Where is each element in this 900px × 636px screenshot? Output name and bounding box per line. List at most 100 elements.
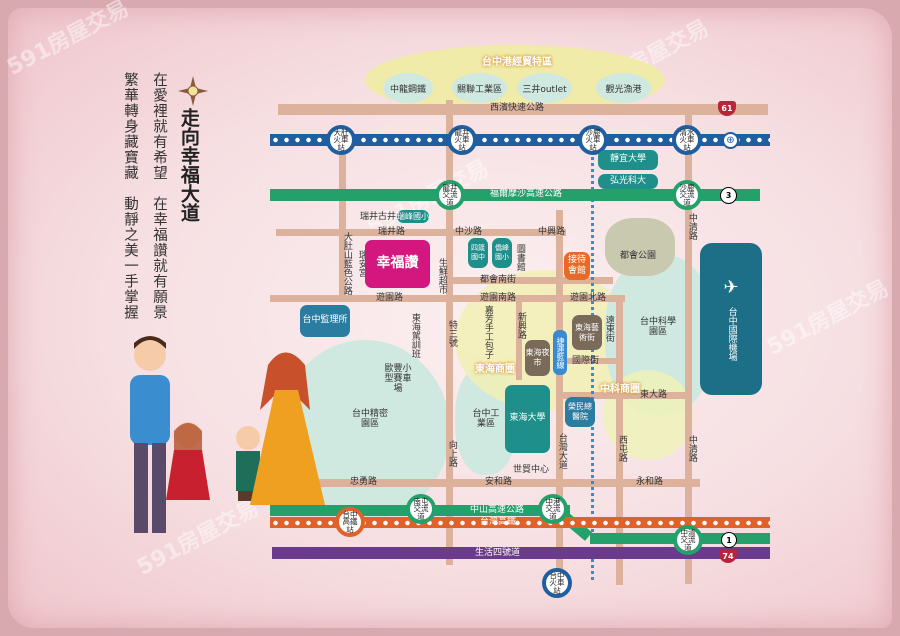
landmark-label: 台中科學園區 [640, 317, 677, 337]
road-label: 西屯路 [616, 435, 627, 462]
poi: 中龍鋼鐵 [383, 73, 433, 103]
taiwan-railway-icon: ⊕ [722, 132, 739, 149]
motor-vehicles-office: 台中監理所 [300, 305, 350, 337]
port-zone-title: 台中港經貿特區 [482, 57, 552, 68]
taichung-airport: ✈ 台中國際機場 [700, 243, 762, 395]
hsr-line [270, 517, 770, 528]
donghai-art-street: 東海藝術街 [572, 315, 602, 350]
route-3-badge: 3 [720, 187, 737, 204]
landmark-label: 台中精密園區 [352, 409, 389, 429]
road-youyuan [270, 295, 625, 302]
interchange-longjing[interactable]: 龍井交流道 [435, 180, 465, 210]
route-1-badge: 1 [721, 532, 737, 548]
road-zhongqing [685, 104, 692, 584]
poi: 關聯工業區 [452, 73, 507, 103]
road-label: 新興路 [515, 312, 526, 339]
page-title: 走向幸福大道 [177, 108, 200, 222]
family-illustration [110, 335, 325, 540]
mrt-blue-line-label: 捷運藍線 [553, 330, 567, 375]
road-xitun [616, 300, 623, 585]
donghai-night-market: 東海夜市 [525, 340, 550, 376]
interchange-nantun[interactable]: 南屯交流道 [406, 494, 436, 524]
road-label: 中清路 [686, 213, 697, 240]
road-xinxing [516, 300, 522, 380]
route-74-badge: 74 [719, 549, 737, 563]
road-label: 福爾摩沙高速公路 [490, 189, 563, 199]
landmark-label: 瑞井古井 [360, 212, 397, 222]
landmark-label: 世貿中心 [513, 465, 550, 475]
interchange-shalu[interactable]: 沙鹿交流道 [672, 180, 702, 210]
slogan-line: 繁華轉身藏寶藏 動靜之美一手掌握 [121, 72, 138, 320]
road-te3-xiangshang [446, 100, 453, 565]
road-dongda [560, 392, 690, 399]
road-label: 中清路 [686, 435, 697, 462]
road-label: 遊園北路 [570, 293, 607, 303]
zone-label: 中科商圈 [600, 384, 640, 395]
airplane-icon: ✈ [723, 276, 739, 298]
life-4-road [272, 547, 770, 559]
formosa-freeway [270, 189, 760, 201]
road-label: 大肚山藍色公路 [341, 232, 352, 295]
road-label: 西濱快速公路 [490, 103, 545, 113]
road-dadushan [339, 140, 346, 300]
road-label: 中興路 [538, 227, 566, 237]
road-taiwan-blvd [556, 210, 563, 570]
station-dadu[interactable]: 大肚火車站 [326, 125, 356, 155]
road-anhe [270, 479, 700, 487]
hungkuang-university: 弘光科大 [598, 174, 658, 189]
poi: 三井outlet [517, 73, 572, 103]
providence-university: 靜宜大學 [598, 150, 658, 170]
interchange-zhongqing[interactable]: 中清交流道 [673, 525, 703, 555]
road-label: 永和路 [636, 477, 664, 487]
landmark-label: 生鮮超市 [436, 258, 447, 294]
station-qingshui[interactable]: 清水火車站 [672, 125, 702, 155]
project-xingfuzan[interactable]: 幸福讚 [365, 240, 430, 288]
landmark-label: 瑞安宮 [356, 250, 367, 277]
station-hsr[interactable]: 台中高鐵站 [335, 507, 365, 537]
school-sizi: 四箴國中 [468, 238, 488, 268]
landmark-label: 歐豐小型賽車場 [384, 364, 412, 394]
road-label: 台灣大道 [556, 433, 567, 469]
landmark-label: 都會公園 [620, 251, 657, 261]
reception-center: 接待會館 [564, 252, 590, 280]
road-label: 東大路 [640, 390, 668, 400]
landmark-label: 台中工業區 [472, 409, 500, 429]
station-shalu[interactable]: 沙鹿火車站 [578, 125, 608, 155]
road-label: 中山高速公路 [470, 505, 525, 515]
interchange-zhonggang[interactable]: 中港交流道 [538, 494, 568, 524]
station-taichung[interactable]: 台中火車站 [542, 568, 572, 598]
route-61-badge: 61 [718, 101, 736, 116]
school-ruifeng: 瑞峰國小 [397, 210, 429, 223]
road-label: 特三號 [446, 320, 457, 347]
veterans-hospital: 榮民總醫院 [565, 397, 595, 427]
station-longjing[interactable]: 龍井火車站 [447, 125, 477, 155]
road-label: 都會南街 [480, 275, 517, 285]
road-label: 台灣高鐵 [480, 517, 517, 527]
road-label: 中沙路 [455, 227, 483, 237]
school-xiangfeng: 僑峰國小 [492, 238, 512, 268]
road-label: 生活四號道 [475, 548, 521, 558]
rail-line [270, 134, 770, 146]
landmark-label: 嘉芳手工包子 [482, 305, 493, 359]
road-label: 安和路 [485, 477, 513, 487]
road-label: 國際街 [572, 356, 600, 366]
mrt-blue-line [591, 145, 594, 580]
airport-label: 台中國際機場 [726, 307, 737, 362]
poi: 觀光漁港 [596, 73, 651, 103]
landmark-label: 東海駕訓班 [409, 313, 420, 358]
road-label: 遊園路 [376, 293, 404, 303]
road-label: 忠勇路 [350, 477, 378, 487]
slogan-line: 在愛裡就有希望 在幸福讚就有願景 [150, 72, 167, 320]
zone-label: 東海商圈 [475, 364, 515, 375]
road-label: 瑞井路 [378, 227, 406, 237]
tunghai-university: 東海大學 [505, 385, 550, 453]
metro-park-area [605, 218, 675, 276]
landmark-label: 圖書館 [514, 244, 525, 271]
road-west-expressway [278, 104, 768, 115]
road-label: 遊園南路 [480, 293, 517, 303]
compass-icon [178, 76, 208, 106]
road-ruijing-zhongsha [276, 229, 566, 236]
road-label: 向上路 [446, 440, 457, 467]
road-duhuinan [453, 277, 613, 284]
road-label: 遠東街 [603, 315, 614, 342]
